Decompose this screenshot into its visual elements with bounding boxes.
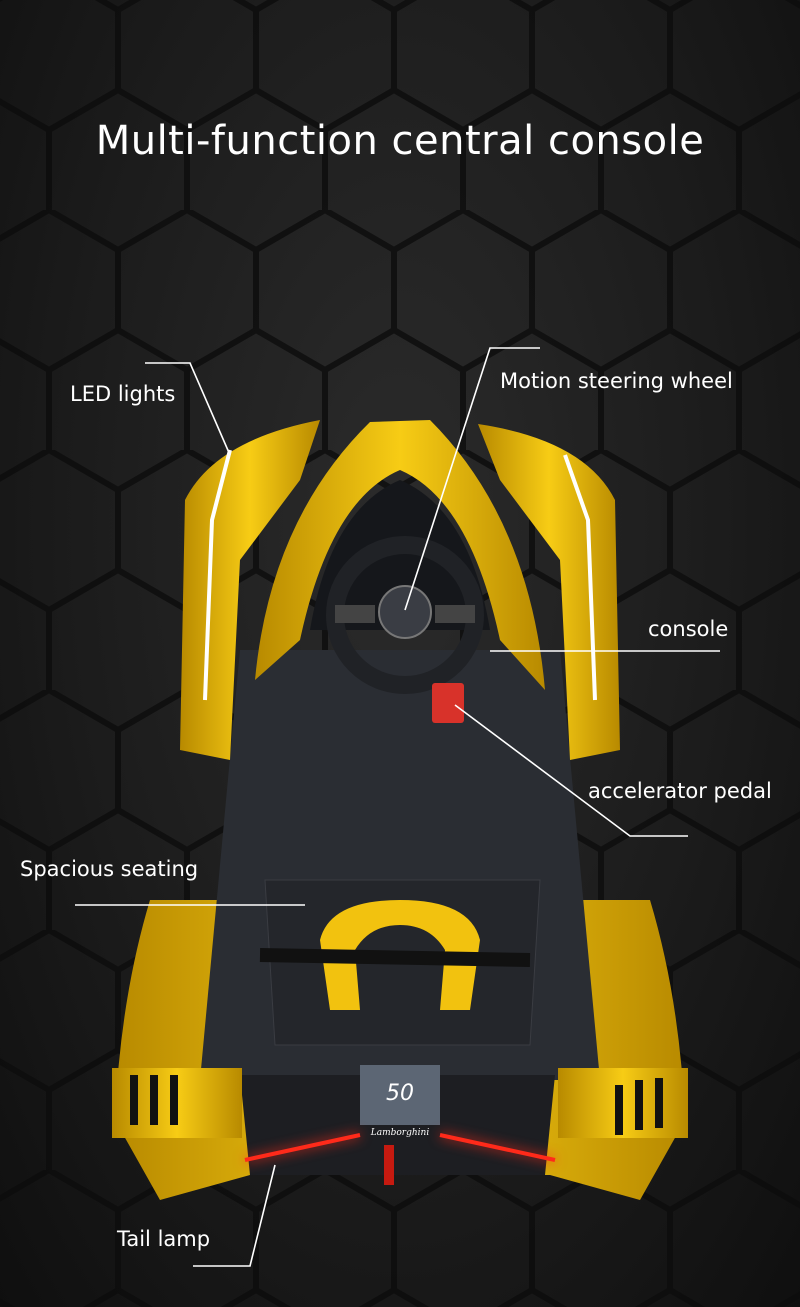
steering-leader <box>404 347 540 611</box>
brand-logo: Lamborghini <box>370 1128 430 1138</box>
label-accelerator-pedal: accelerator pedal <box>588 779 772 803</box>
page-title: Multi-function central console <box>95 118 705 164</box>
label-steering-wheel: Motion steering wheel <box>500 369 733 393</box>
label-console: console <box>648 617 729 641</box>
tail-lamp-leader <box>193 1164 276 1267</box>
label-spacious-seating: Spacious seating <box>20 857 199 881</box>
label-tail-lamp: Tail lamp <box>117 1227 211 1251</box>
accelerator-pedal <box>432 683 464 723</box>
accelerator-leader <box>454 704 688 837</box>
badge-logo: 50 <box>386 1081 414 1106</box>
front-hood <box>255 420 545 690</box>
label-led-lights: LED lights <box>70 382 176 406</box>
tail-lamp <box>244 1133 556 1162</box>
led-lights-leader <box>145 362 231 456</box>
led-strip-left <box>203 449 232 701</box>
led-strip-right <box>563 454 597 701</box>
